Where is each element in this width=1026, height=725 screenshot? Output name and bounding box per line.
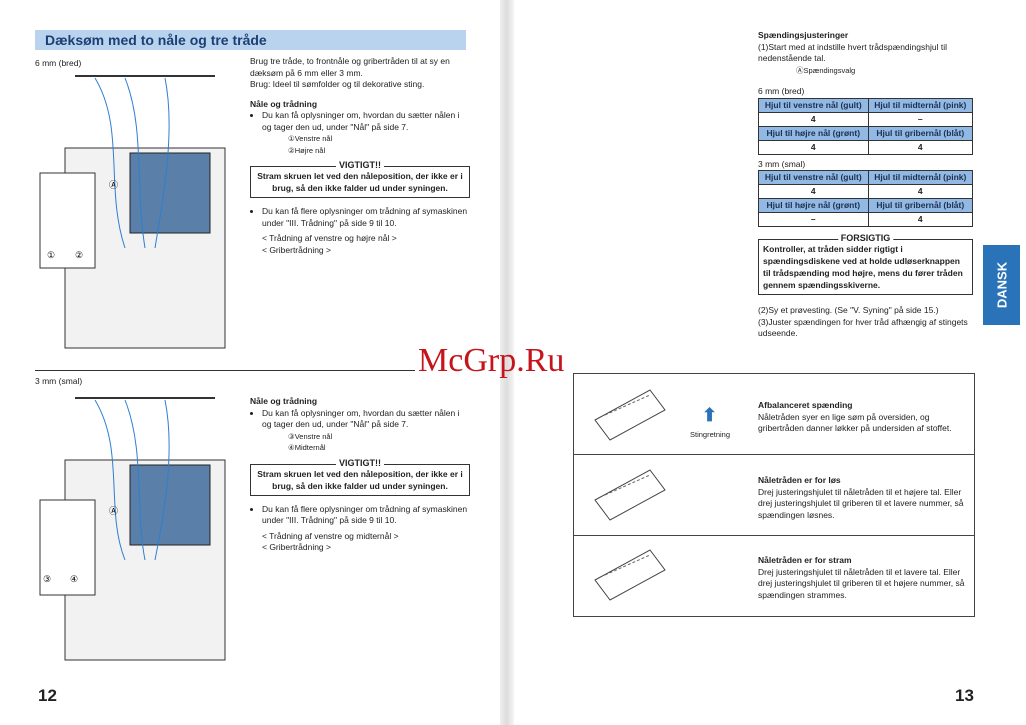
row-title: Afbalanceret spænding (758, 400, 853, 410)
table-header-cell: Hjul til højre nål (grønt) (758, 198, 869, 213)
step-1-sub: ⒶSpændingsvalg (796, 65, 856, 75)
stitch-direction-label: Stingretning (690, 430, 731, 439)
table-value-cell: 4 (867, 139, 974, 155)
ref-threading-1: < Trådning af venstre og højre nål > (262, 233, 397, 243)
intro-line1: Brug tre tråde, to frontnåle og gribertr… (250, 56, 450, 78)
table-value-cell: – (758, 212, 869, 227)
ref-threading-2: < Trådning af venstre og midternål > (262, 530, 399, 541)
callout-1: ① (47, 250, 55, 260)
warning-box-2: VIGTIGT!!Stram skruen let ved den nålepo… (250, 456, 470, 496)
table-header-cell: Hjul til venstre nål (gult) (758, 97, 869, 113)
table-row: Hjul til venstre nål (gult)Hjul til midt… (758, 170, 974, 185)
callout-3: ③ (43, 574, 51, 584)
sub-right-needle: ②Højre nål (288, 145, 326, 155)
table-row: –4 (758, 212, 974, 227)
watermark-logo: McGrp.Ru (418, 342, 565, 379)
section-title: Dæksøm med to nåle og tre tråde (35, 30, 466, 50)
heading-needles-1: Nåle og trådning (250, 98, 318, 109)
table-header-cell: Hjul til gribernål (blåt) (867, 198, 974, 213)
table-row: 4– (758, 111, 974, 127)
row-title: Nåletråden er for stram (758, 555, 852, 565)
tension-table-6mm: Hjul til venstre nål (gult)Hjul til midt… (758, 97, 974, 155)
machine-illustration-3mm: ③ ④ Ⓐ (39, 397, 226, 661)
warning-title: VIGTIGT!! (336, 159, 384, 171)
table-value-cell: – (867, 111, 974, 127)
label-3mm: 3 mm (smal) (35, 376, 83, 386)
step-2: (2)Sy et prøvesting. (Se "V. Syning" på … (758, 305, 939, 315)
arrow-up-icon: ⬆ (702, 405, 718, 425)
bullet-needle-info: Du kan få oplysninger om, hvordan du sæt… (262, 110, 470, 133)
page-gutter (500, 0, 514, 725)
caution-text: Kontroller, at tråden sidder rigtigt i s… (763, 244, 963, 290)
language-tab-label: DANSK (994, 261, 1009, 309)
ref-looper-2: < Gribertrådning > (262, 542, 331, 552)
step-1: (1)Start med at indstille hvert trådspæn… (758, 41, 947, 64)
warning-box-1: VIGTIGT!!Stram skruen let ved den nålepo… (250, 159, 470, 198)
tension-table-3mm: Hjul til venstre nål (gult)Hjul til midt… (758, 170, 974, 227)
machine-illustration-6mm: ① ② Ⓐ (39, 75, 226, 349)
tension-row-tight (573, 535, 975, 617)
sub-middle-needle: ④Midternål (288, 443, 326, 452)
warning-text: Stram skruen let ved den nåleposition, d… (257, 171, 463, 193)
table-row: Hjul til højre nål (grønt)Hjul til gribe… (758, 125, 974, 141)
table-row: Hjul til højre nål (grønt)Hjul til gribe… (758, 198, 974, 213)
divider (35, 370, 415, 371)
row-desc: Drej justeringshjulet til nåletråden til… (758, 486, 964, 520)
table-value-cell: 4 (758, 111, 869, 127)
table-value-cell: 4 (867, 184, 974, 199)
table-header-cell: Hjul til midternål (pink) (867, 97, 974, 113)
table-row: Hjul til venstre nål (gult)Hjul til midt… (758, 97, 974, 113)
page-number-left: 12 (38, 686, 57, 705)
label-6mm: 6 mm (bred) (35, 58, 82, 68)
table-header-cell: Hjul til gribernål (blåt) (867, 125, 974, 141)
ref-looper-1: < Gribertrådning > (262, 244, 331, 255)
caution-title: FORSIGTIG (837, 232, 894, 244)
bullet-threading-info: Du kan få flere oplysninger om trådning … (262, 206, 470, 229)
language-tab: DANSK (983, 245, 1020, 325)
bullet-needle-info-2: Du kan få oplysninger om, hvordan du sæt… (262, 408, 470, 431)
warning-title-2: VIGTIGT!! (336, 456, 384, 469)
right-top-text: Spændingsjusteringer (1)Start med at ind… (758, 30, 978, 340)
callout-4: ④ (70, 574, 78, 584)
page-number-right: 13 (955, 686, 974, 705)
table-header-cell: Hjul til midternål (pink) (867, 170, 974, 185)
table-header-cell: Hjul til venstre nål (gult) (758, 170, 869, 185)
row-desc: Drej justeringshjulet til nåletråden til… (758, 566, 965, 600)
table-value-cell: 4 (758, 184, 869, 199)
table-header-cell: Hjul til højre nål (grønt) (758, 125, 869, 141)
left-text-1: Brug tre tråde, to frontnåle og gribertr… (250, 56, 470, 256)
table-value-cell: 4 (867, 212, 974, 227)
callout-a2: Ⓐ (109, 506, 118, 516)
row-desc: Nåletråden syer en lige søm på oversiden… (758, 411, 952, 434)
stitch-illustrations (594, 389, 666, 601)
callout-2: ② (75, 250, 83, 260)
callout-a: Ⓐ (109, 180, 118, 190)
bullet-threading-info-2: Du kan få flere oplysninger om trådning … (262, 504, 470, 527)
row-title: Nåletråden er for løs (758, 475, 841, 485)
sub-left-needle-2: ③Venstre nål (288, 431, 333, 441)
intro-line2: Brug: Ideel til sømfolder og til dekorat… (250, 79, 425, 89)
sub-left-needle: ①Venstre nål (288, 134, 333, 143)
left-text-2: Nåle og trådning Du kan få oplysninger o… (250, 396, 470, 554)
table2-label: 3 mm (smal) (758, 158, 806, 169)
table-value-cell: 4 (758, 139, 869, 155)
heading-needles-2: Nåle og trådning (250, 396, 318, 406)
table1-label: 6 mm (bred) (758, 86, 805, 96)
tension-heading: Spændingsjusteringer (758, 30, 849, 40)
step-3: (3)Juster spændingen for hver tråd afhæn… (758, 316, 968, 339)
warning-text-2: Stram skruen let ved den nåleposition, d… (257, 468, 463, 491)
